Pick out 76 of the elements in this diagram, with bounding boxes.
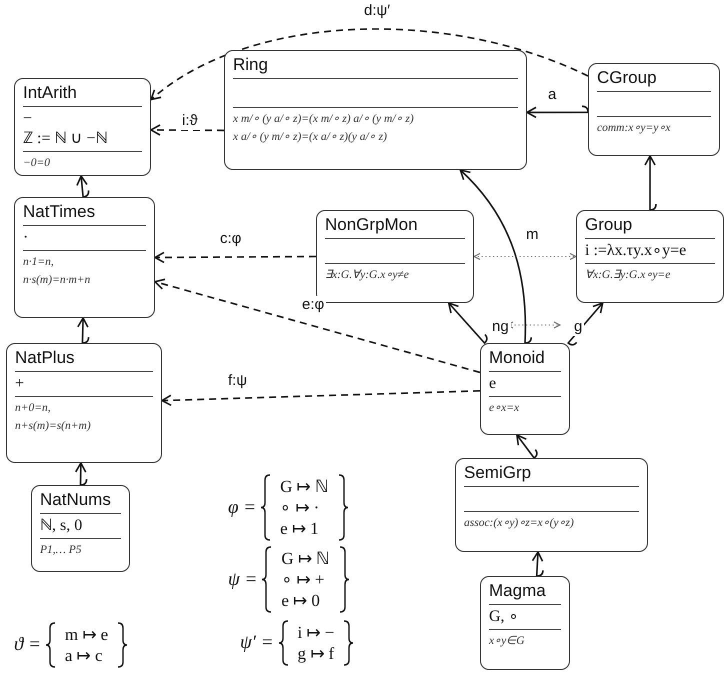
signature-text: G, ∘: [489, 607, 520, 627]
class-name: Group: [585, 214, 634, 236]
class-box: [31, 485, 130, 572]
class-box: [588, 63, 720, 156]
mapping-name: ψ′ =: [240, 632, 274, 654]
class-name: Magma: [489, 580, 547, 602]
class-name: CGroup: [597, 67, 658, 89]
class-name: Monoid: [489, 347, 546, 369]
class-box: [480, 576, 570, 670]
dashed-arrow: [150, 28, 588, 100]
dashed-arrow: [161, 390, 480, 406]
mapping-entry: a ↦ c: [64, 645, 104, 666]
mapping-entry: m ↦ e: [64, 624, 108, 645]
dashed-arrow: [154, 278, 480, 374]
mapping-name: ψ =: [228, 568, 258, 590]
axiom-text: x a/∘ (y m/∘ z)=(x a/∘ z)(y a/∘ z): [233, 130, 388, 145]
axiom-text: e∘x=x: [489, 401, 520, 416]
signature-text: ℕ, s, 0: [40, 516, 84, 536]
mapping-entry: ∘ ↦ +: [281, 569, 326, 590]
signature-text: ℤ := ℕ ∪ −ℕ: [23, 129, 108, 149]
inclusion-arrow: [77, 317, 90, 344]
axiom-text: n·s(m)=n·m+n: [23, 273, 92, 288]
class-name: NonGrpMon: [325, 214, 419, 236]
edge-label: e:φ: [300, 296, 326, 314]
class-name: Ring: [233, 54, 269, 76]
signature-text: i :=λx.τy.x∘y=e: [585, 241, 688, 261]
class-box: [14, 78, 151, 176]
class-name: IntArith: [23, 82, 78, 104]
mapping-entry: G ↦ ℕ: [281, 548, 330, 569]
axiom-text: ∃x:G.∀y:G.x∘y≠e: [325, 268, 410, 283]
axiom-text: n+0=n,: [15, 401, 52, 416]
inclusion-arrow: [644, 155, 657, 211]
class-box: [6, 343, 162, 463]
axiom-text: assoc:(x∘y)∘z=x∘(y∘z): [464, 516, 575, 531]
dashed-arrow: [154, 252, 316, 264]
dashed-arrow: [150, 124, 224, 136]
signature-text: e: [489, 374, 498, 394]
axiom-text: x∘y∈G: [489, 634, 526, 649]
class-name: NatTimes: [23, 201, 96, 223]
mapping-entry: i ↦ −: [298, 622, 334, 643]
inclusion-arrow: [567, 302, 604, 346]
mapping-entry: g ↦ f: [298, 643, 334, 664]
class-name: NatNums: [40, 489, 112, 511]
class-box: [224, 50, 527, 170]
class-box: [480, 343, 570, 435]
class-name: SemiGrp: [464, 462, 532, 484]
edge-label: f:ψ: [226, 372, 250, 390]
dotted-arrow: [474, 253, 576, 260]
axiom-text: −0=0: [23, 156, 52, 171]
axiom-text: n+s(m)=s(n+m): [15, 419, 92, 434]
mapping-entry: e ↦ 0: [281, 590, 321, 611]
inclusion-arrow: [448, 302, 488, 344]
axiom-text: x m/∘ (y a/∘ z)=(x m/∘ z) a/∘ (y m/∘ z): [233, 112, 415, 127]
axiom-text: P1,… P5: [40, 543, 83, 558]
mapping-entry: ∘ ↦ ·: [280, 497, 320, 518]
class-name: NatPlus: [15, 347, 76, 369]
signature-text: +: [15, 374, 26, 394]
inclusion-arrow: [532, 551, 544, 577]
mapping-entry: G ↦ ℕ: [280, 476, 329, 497]
edge-label: i:ϑ: [180, 112, 200, 130]
axiom-text: ∀x:G.∃y:G.x∘y=e: [585, 268, 672, 283]
mapping-name: φ =: [228, 496, 256, 518]
signature-text: ·: [23, 228, 30, 248]
class-box: [455, 458, 648, 552]
class-box: [14, 197, 155, 318]
edge-label: d:ψ′: [362, 2, 392, 20]
class-box: [576, 210, 724, 303]
inclusion-arrow: [76, 175, 90, 198]
inclusion-arrow: [526, 106, 589, 118]
inclusion-arrow: [74, 462, 88, 486]
axiom-text: n·1=n,: [23, 255, 55, 270]
signature-text: −: [23, 109, 34, 129]
mapping-entry: e ↦ 1: [280, 518, 320, 539]
axiom-text: comm:x∘y=y∘x: [597, 121, 672, 136]
inclusion-arrow: [460, 169, 532, 344]
mapping-name: ϑ =: [14, 634, 41, 656]
